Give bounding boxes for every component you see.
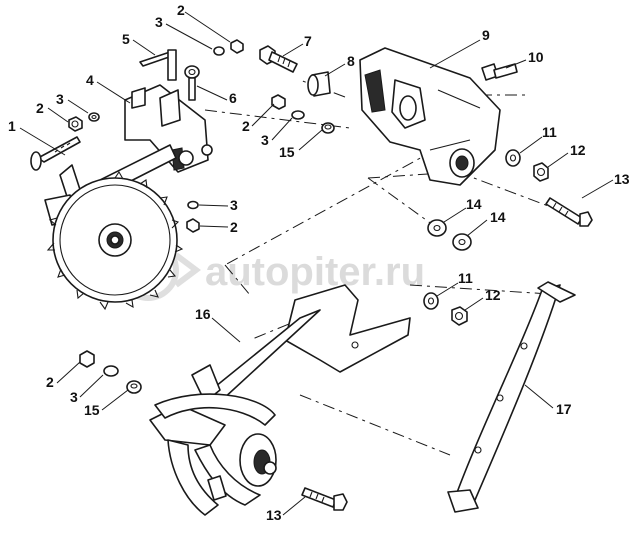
callout-12: 12 (485, 287, 501, 303)
part-2-nut-top (230, 39, 244, 54)
callouts: 1 2 2 2 2 2 3 3 3 3 3 4 5 6 7 8 9 10 11 … (8, 2, 630, 523)
callout-3: 3 (155, 14, 163, 30)
part-13-bolt-lower (301, 487, 348, 511)
watermark-text: autopiter.ru (205, 250, 425, 294)
part-2-nut-center (271, 94, 286, 110)
callout-13: 13 (614, 171, 630, 187)
part-10-bolt (481, 63, 518, 81)
callout-12: 12 (570, 142, 586, 158)
part-14-washer-b (452, 233, 472, 251)
leader-lines (19, 11, 614, 516)
callout-5: 5 (122, 31, 130, 47)
part-15-bushing-lower (126, 380, 142, 394)
part-2-nut-left (68, 116, 83, 132)
callout-10: 10 (528, 49, 544, 65)
callout-9: 9 (482, 27, 490, 43)
callout-14: 14 (490, 209, 506, 225)
callout-13: 13 (266, 507, 282, 523)
callout-7: 7 (304, 33, 312, 49)
callout-17: 17 (556, 401, 572, 417)
part-15-bushing-center (321, 122, 335, 134)
part-13-bolt-upper (545, 197, 593, 227)
callout-3: 3 (56, 91, 64, 107)
callout-14: 14 (466, 196, 482, 212)
callout-16: 16 (195, 306, 211, 322)
part-7-bolt (259, 45, 298, 73)
callout-2: 2 (36, 100, 44, 116)
part-3-washer-lower (103, 365, 119, 377)
callout-2: 2 (230, 219, 238, 235)
callout-1: 1 (8, 118, 16, 134)
part-16-tine-frame (149, 284, 411, 516)
part-11-washer-upper (505, 149, 521, 167)
part-3-washer-center (291, 110, 305, 120)
part-3-washer-left (88, 112, 100, 122)
part-5-rod (139, 49, 177, 81)
callout-11: 11 (458, 270, 473, 286)
part-17-strap (447, 281, 576, 513)
part-8-spacer (307, 71, 331, 97)
callout-3: 3 (70, 389, 78, 405)
part-3-washer-mid (187, 200, 199, 210)
part-3-washer-top (213, 46, 225, 56)
part-12-nut-upper (533, 162, 549, 182)
part-12-nut-lower (451, 306, 468, 326)
part-14-washer-a (427, 219, 447, 237)
callout-15: 15 (84, 402, 100, 418)
part-1-bolt (30, 136, 81, 171)
callout-6: 6 (229, 90, 237, 106)
callout-15: 15 (279, 144, 295, 160)
part-11-washer-lower (423, 292, 439, 310)
callout-11: 11 (542, 124, 557, 140)
star-wheel (46, 170, 184, 311)
callout-3: 3 (230, 197, 238, 213)
callout-2: 2 (242, 118, 250, 134)
callout-4: 4 (86, 72, 94, 88)
callout-8: 8 (347, 53, 355, 69)
part-6-eyebolt (184, 65, 200, 101)
part-2-nut-lower (79, 350, 95, 368)
callout-3: 3 (261, 132, 269, 148)
part-9-housing (359, 47, 501, 186)
part-2-nut-mid (186, 218, 200, 233)
callout-2: 2 (46, 374, 54, 390)
callout-2: 2 (177, 2, 185, 18)
